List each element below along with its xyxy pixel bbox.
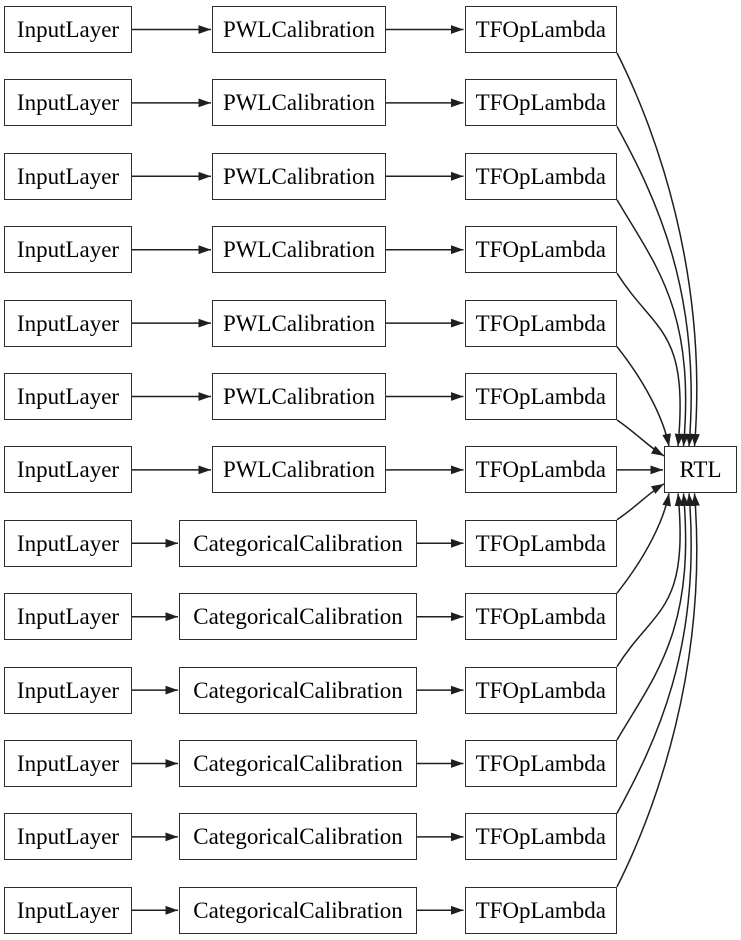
node-tf-op-lambda-1-label: TFOpLambda xyxy=(475,17,606,42)
node-tf-op-lambda-9-label: TFOpLambda xyxy=(475,604,606,630)
node-input-layer-6-label: InputLayer xyxy=(16,384,120,409)
node-tf-op-lambda-4-label: TFOpLambda xyxy=(475,237,606,263)
node-input-layer-5: InputLayer xyxy=(4,299,132,347)
node-input-layer-5-label: InputLayer xyxy=(16,310,120,336)
node-pwl-calibration-4: PWLCalibration xyxy=(212,226,386,274)
node-rtl: RTL xyxy=(664,446,737,494)
node-categorical-calibration-10-label: CategoricalCalibration xyxy=(193,677,403,703)
node-categorical-calibration-13-label: CategoricalCalibration xyxy=(193,897,403,923)
node-tf-op-lambda-3-label: TFOpLambda xyxy=(475,163,606,189)
node-input-layer-8: InputLayer xyxy=(4,519,132,567)
edge-lambda-to-rtl-11 xyxy=(616,493,689,741)
edge-lambda-to-rtl-10 xyxy=(616,493,684,668)
node-categorical-calibration-9-label: CategoricalCalibration xyxy=(193,604,403,630)
node-pwl-calibration-1-label: PWLCalibration xyxy=(222,17,376,42)
node-tf-op-lambda-2: TFOpLambda xyxy=(464,79,617,127)
node-input-layer-2: InputLayer xyxy=(4,79,132,127)
edge-lambda-to-rtl-13 xyxy=(616,493,700,888)
node-tf-op-lambda-10-label: TFOpLambda xyxy=(475,677,606,703)
node-input-layer-7-label: InputLayer xyxy=(16,457,120,483)
node-input-layer-13-label: InputLayer xyxy=(16,897,120,923)
node-tf-op-lambda-3: TFOpLambda xyxy=(464,152,617,200)
node-tf-op-lambda-13-label: TFOpLambda xyxy=(475,897,606,923)
node-categorical-calibration-11-label: CategoricalCalibration xyxy=(193,751,403,776)
node-pwl-calibration-5: PWLCalibration xyxy=(212,299,386,347)
node-pwl-calibration-7-label: PWLCalibration xyxy=(222,457,376,483)
node-categorical-calibration-11: CategoricalCalibration xyxy=(179,740,417,787)
node-categorical-calibration-13: CategoricalCalibration xyxy=(179,886,417,934)
node-pwl-calibration-2: PWLCalibration xyxy=(212,79,386,127)
node-tf-op-lambda-11-label: TFOpLambda xyxy=(475,751,606,776)
node-pwl-calibration-1: PWLCalibration xyxy=(212,6,386,53)
node-tf-op-lambda-5-label: TFOpLambda xyxy=(475,310,606,336)
node-input-layer-1: InputLayer xyxy=(4,6,132,53)
node-categorical-calibration-8: CategoricalCalibration xyxy=(179,519,417,567)
node-input-layer-12-label: InputLayer xyxy=(16,824,120,850)
node-input-layer-6: InputLayer xyxy=(4,373,132,420)
node-pwl-calibration-6: PWLCalibration xyxy=(212,373,386,420)
node-pwl-calibration-3-label: PWLCalibration xyxy=(222,163,376,189)
node-tf-op-lambda-8: TFOpLambda xyxy=(464,519,617,567)
edge-lambda-to-rtl-3 xyxy=(616,199,689,447)
node-categorical-calibration-9: CategoricalCalibration xyxy=(179,593,417,641)
node-input-layer-9: InputLayer xyxy=(4,593,132,641)
node-input-layer-11-label: InputLayer xyxy=(16,751,120,776)
node-input-layer-13: InputLayer xyxy=(4,886,132,934)
node-pwl-calibration-6-label: PWLCalibration xyxy=(222,384,376,409)
node-input-layer-12: InputLayer xyxy=(4,813,132,861)
edge-lambda-to-rtl-9 xyxy=(616,493,671,594)
node-tf-op-lambda-2-label: TFOpLambda xyxy=(475,90,606,116)
node-input-layer-9-label: InputLayer xyxy=(16,604,120,630)
node-input-layer-3: InputLayer xyxy=(4,152,132,200)
node-input-layer-11: InputLayer xyxy=(4,740,132,787)
node-tf-op-lambda-9: TFOpLambda xyxy=(464,593,617,641)
node-tf-op-lambda-10: TFOpLambda xyxy=(464,666,617,714)
edge-lambda-to-rtl-1 xyxy=(616,52,700,447)
node-tf-op-lambda-7: TFOpLambda xyxy=(464,446,617,494)
node-input-layer-4-label: InputLayer xyxy=(16,237,120,263)
node-input-layer-10: InputLayer xyxy=(4,666,132,714)
node-categorical-calibration-10: CategoricalCalibration xyxy=(179,666,417,714)
node-input-layer-7: InputLayer xyxy=(4,446,132,494)
node-tf-op-lambda-12: TFOpLambda xyxy=(464,813,617,861)
node-categorical-calibration-8-label: CategoricalCalibration xyxy=(193,530,403,556)
node-tf-op-lambda-11: TFOpLambda xyxy=(464,740,617,787)
node-tf-op-lambda-6-label: TFOpLambda xyxy=(475,384,606,409)
node-tf-op-lambda-7-label: TFOpLambda xyxy=(475,457,606,483)
edge-lambda-to-rtl-4 xyxy=(616,272,684,447)
edge-lambda-to-rtl-12 xyxy=(616,493,695,814)
node-tf-op-lambda-12-label: TFOpLambda xyxy=(475,824,606,850)
node-tf-op-lambda-5: TFOpLambda xyxy=(464,299,617,347)
edge-lambda-to-rtl-6 xyxy=(616,419,665,457)
node-tf-op-lambda-8-label: TFOpLambda xyxy=(475,530,606,556)
node-pwl-calibration-4-label: PWLCalibration xyxy=(222,237,376,263)
node-tf-op-lambda-6: TFOpLambda xyxy=(464,373,617,420)
node-input-layer-2-label: InputLayer xyxy=(16,90,120,116)
node-tf-op-lambda-4: TFOpLambda xyxy=(464,226,617,274)
node-input-layer-10-label: InputLayer xyxy=(16,677,120,703)
node-categorical-calibration-12-label: CategoricalCalibration xyxy=(193,824,403,850)
node-pwl-calibration-7: PWLCalibration xyxy=(212,446,386,494)
node-input-layer-3-label: InputLayer xyxy=(16,163,120,189)
node-rtl-label: RTL xyxy=(679,457,722,483)
node-input-layer-8-label: InputLayer xyxy=(16,530,120,556)
node-pwl-calibration-5-label: PWLCalibration xyxy=(222,310,376,336)
edge-lambda-to-rtl-8 xyxy=(616,483,665,521)
node-tf-op-lambda-1: TFOpLambda xyxy=(464,6,617,53)
edge-lambda-to-rtl-2 xyxy=(616,126,695,447)
node-pwl-calibration-2-label: PWLCalibration xyxy=(222,90,376,116)
edge-lambda-to-rtl-5 xyxy=(616,346,671,447)
node-input-layer-1-label: InputLayer xyxy=(16,17,120,42)
node-pwl-calibration-3: PWLCalibration xyxy=(212,152,386,200)
node-input-layer-4: InputLayer xyxy=(4,226,132,274)
node-categorical-calibration-12: CategoricalCalibration xyxy=(179,813,417,861)
node-tf-op-lambda-13: TFOpLambda xyxy=(464,886,617,934)
